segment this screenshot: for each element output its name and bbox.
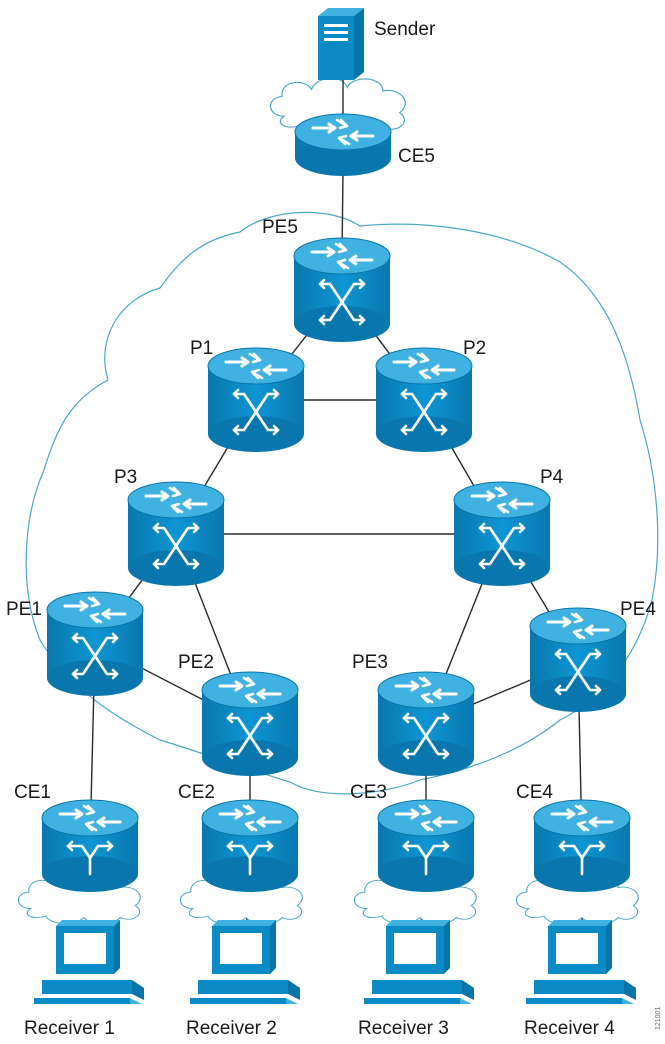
p3-router-icon[interactable]: [128, 482, 224, 586]
pe5-router-icon[interactable]: [294, 238, 390, 342]
p4-router-icon[interactable]: [454, 482, 550, 586]
sender-label: Sender: [374, 19, 436, 40]
sender-server-icon[interactable]: [318, 8, 364, 80]
p4-label: P4: [540, 467, 564, 488]
receiver4-label: Receiver 4: [524, 1018, 615, 1039]
receiver1-workstation-icon[interactable]: [34, 920, 144, 1004]
pe2-label: PE2: [178, 652, 214, 673]
pe4-router-icon[interactable]: [530, 608, 626, 712]
receiver2-workstation-icon[interactable]: [190, 920, 300, 1004]
ce4-router-icon[interactable]: [534, 800, 630, 892]
p2-label: P2: [463, 338, 486, 359]
ce5-router-icon[interactable]: [295, 114, 391, 176]
p1-label: P1: [190, 338, 213, 359]
p1-router-icon[interactable]: [208, 348, 304, 452]
pe2-router-icon[interactable]: [202, 672, 298, 776]
figure-reference-number: 121001: [655, 1007, 662, 1030]
pe5-label: PE5: [262, 217, 298, 238]
ce3-label: CE3: [350, 782, 387, 803]
receiver4-workstation-icon[interactable]: [526, 920, 636, 1004]
ce2-router-icon[interactable]: [202, 800, 298, 892]
pe3-label: PE3: [352, 652, 388, 673]
ce3-router-icon[interactable]: [378, 800, 474, 892]
ce5-label: CE5: [398, 146, 435, 167]
ce2-label: CE2: [178, 782, 215, 803]
receiver2-label: Receiver 2: [186, 1018, 277, 1039]
ce4-label: CE4: [516, 782, 553, 803]
p2-router-icon[interactable]: [376, 348, 472, 452]
pe4-label: PE4: [620, 599, 656, 620]
pe3-router-icon[interactable]: [378, 672, 474, 776]
receiver3-workstation-icon[interactable]: [364, 920, 474, 1004]
pe1-router-icon[interactable]: [47, 592, 143, 696]
receiver1-label: Receiver 1: [24, 1018, 115, 1039]
ce1-router-icon[interactable]: [42, 800, 138, 892]
p3-label: P3: [114, 467, 137, 488]
provider-network-cloud: [25, 211, 659, 795]
ce1-label: CE1: [14, 782, 51, 803]
receiver3-label: Receiver 3: [358, 1018, 449, 1039]
pe1-label: PE1: [6, 599, 42, 620]
